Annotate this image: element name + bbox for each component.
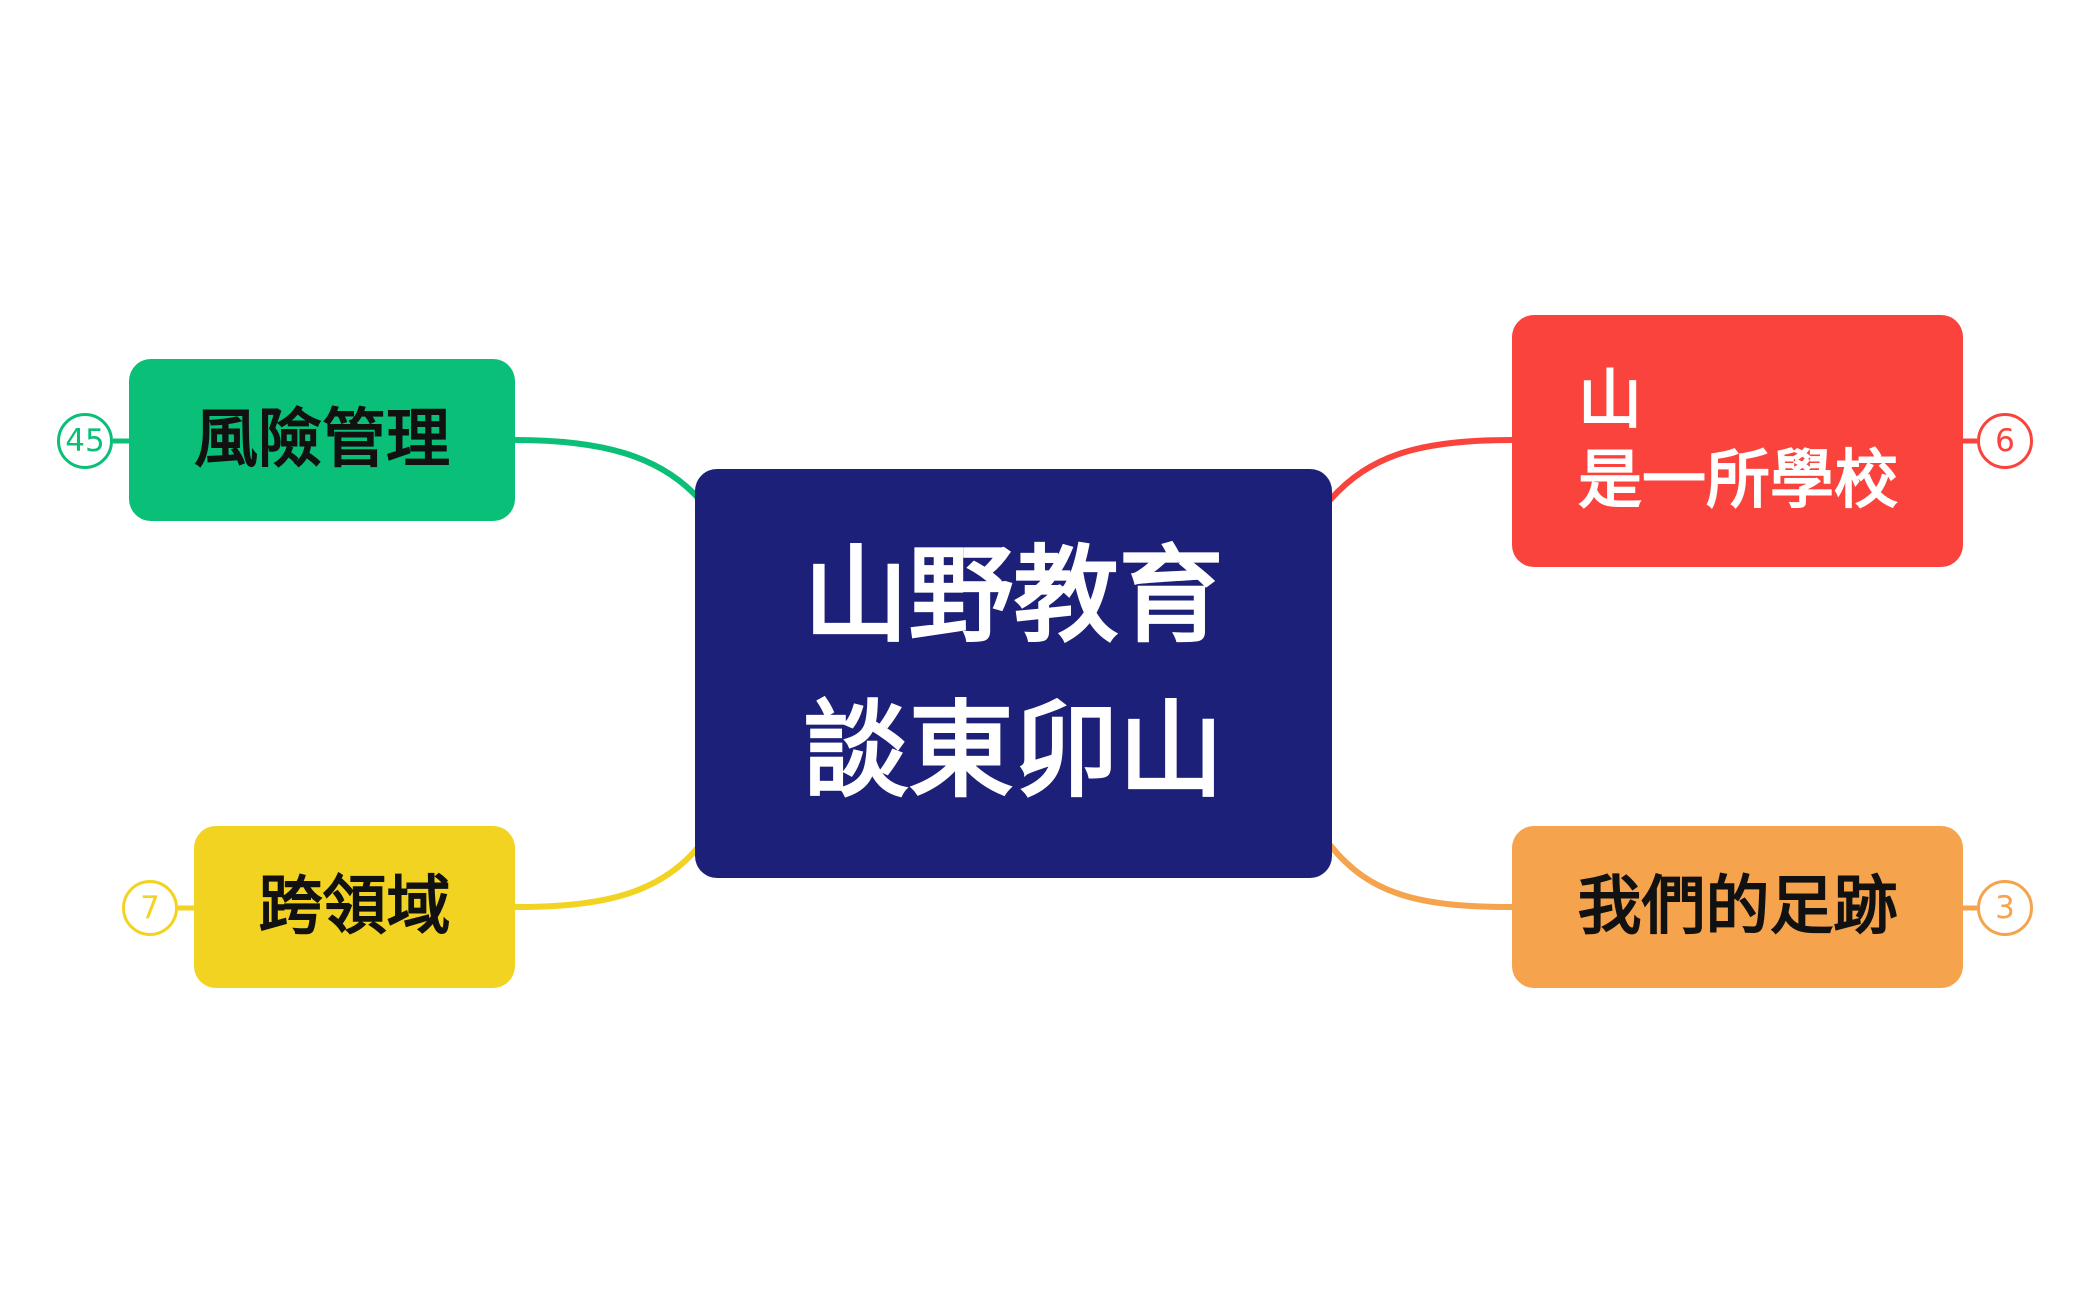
branch-line-risk [514,437,703,502]
topic-mountain-school-label: 山 是一所學校 [1578,364,1898,518]
collapsed-count-mountain[interactable]: 6 [1977,413,2033,469]
topic-risk-management[interactable]: 風險管理 [129,359,515,521]
topic-risk-management-label: 風險管理 [194,403,450,477]
topic-our-footprints-label: 我們的足跡 [1577,870,1898,944]
collapsed-count-cross[interactable]: 7 [122,880,178,936]
central-topic[interactable]: 山野教育 談東卯山 [695,469,1332,878]
collapsed-count-steps[interactable]: 3 [1977,880,2033,936]
branch-line-cross [514,843,703,910]
topic-our-footprints[interactable]: 我們的足跡 [1512,826,1963,988]
collapsed-count-risk[interactable]: 45 [57,413,113,469]
topic-mountain-school[interactable]: 山 是一所學校 [1512,315,1963,567]
branch-line-mountain [1327,437,1513,502]
topic-cross-domain[interactable]: 跨領域 [194,826,515,988]
central-topic-label: 山野教育 談東卯山 [803,534,1224,812]
topic-cross-domain-label: 跨領域 [258,870,451,944]
branch-line-steps [1327,843,1513,910]
